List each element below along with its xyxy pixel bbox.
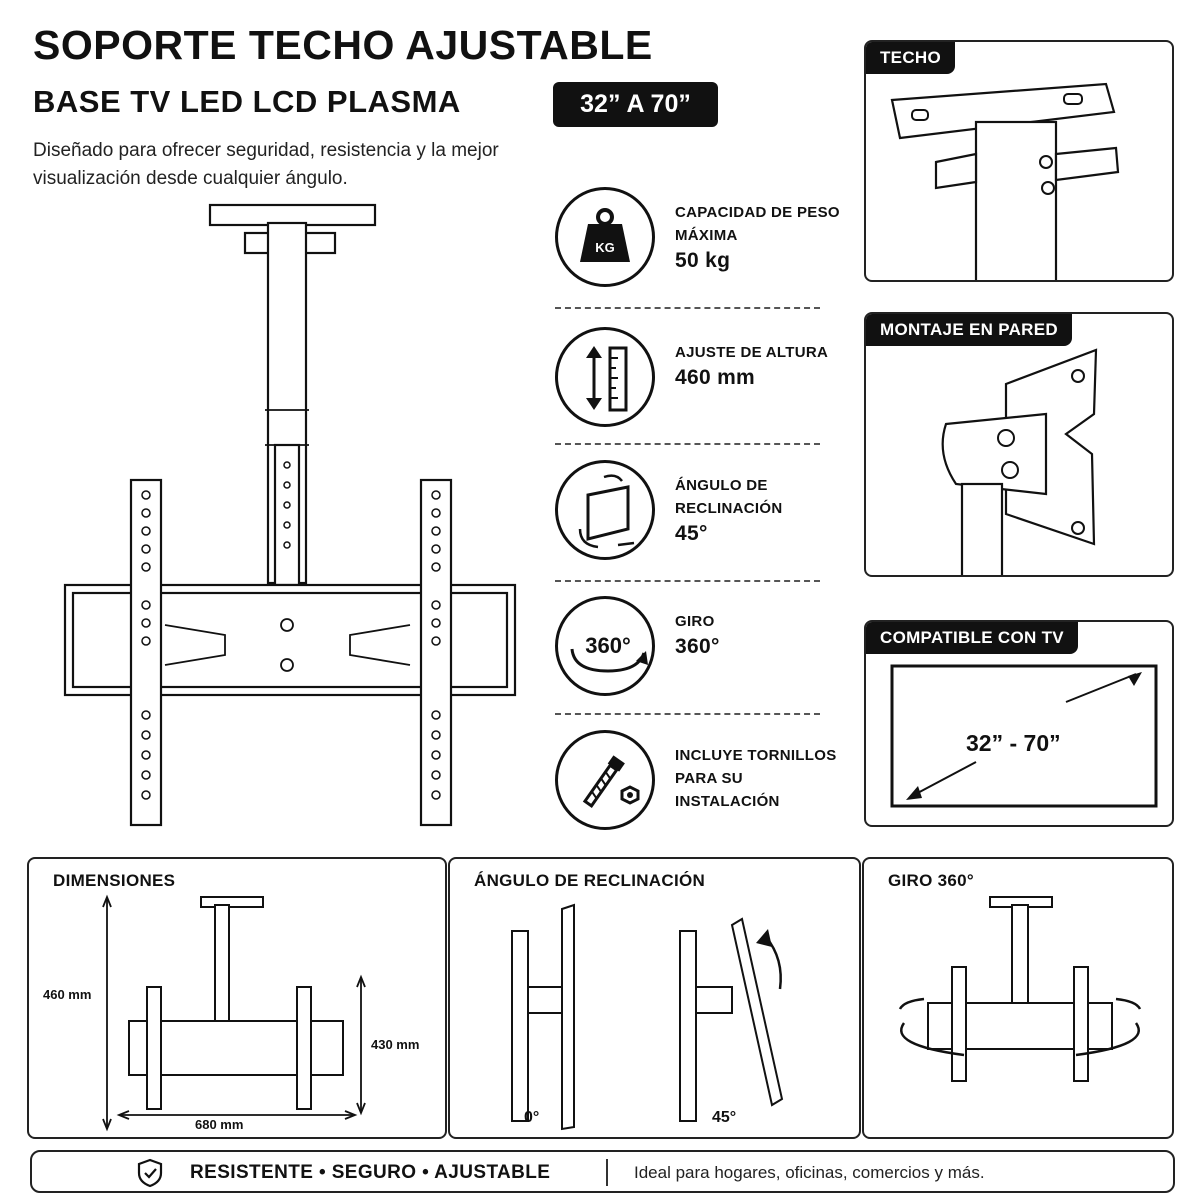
feature-value: 460 mm <box>675 366 756 389</box>
panel-tag: COMPATIBLE CON TV <box>866 622 1078 654</box>
description: Diseñado para ofrecer seguridad, resiste… <box>33 140 499 189</box>
weight-icon-text: KG <box>595 240 615 255</box>
footer-bar: RESISTENTE • SEGURO • AJUSTABLE Ideal pa… <box>30 1150 1175 1193</box>
dimension-height-label: 460 mm <box>43 987 92 1002</box>
divider <box>555 307 820 309</box>
footer-tagline: RESISTENTE • SEGURO • AJUSTABLE <box>190 1162 551 1183</box>
wall-mount-illustration <box>941 348 1098 575</box>
dimensions-illustration <box>102 894 366 1132</box>
feature-label: CAPACIDAD DE PESO MÁXIMA <box>675 204 840 244</box>
panel-tilt: ÁNGULO DE RECLINACIÓN 0° 45° <box>448 857 861 1139</box>
feature-label: ÁNGULO DE RECLINACIÓN <box>675 477 783 517</box>
panel-tag: MONTAJE EN PARED <box>866 314 1072 346</box>
footer-note: Ideal para hogares, oficinas, comercios … <box>634 1163 985 1182</box>
feature-value: 45° <box>675 522 708 545</box>
rotation-360-icon: 360° <box>555 596 655 696</box>
feature-height: AJUSTE DE ALTURA 460 mm <box>555 327 829 427</box>
feature-tilt: ÁNGULO DE RECLINACIÓN 45° <box>555 460 825 560</box>
ceiling-mount-illustration <box>63 203 517 827</box>
screw-nut-icon <box>555 730 655 830</box>
panel-ceiling: TECHO <box>864 40 1174 282</box>
tilt-angle-icon <box>555 460 655 560</box>
divider <box>555 713 820 715</box>
tilt-min-label: 0° <box>524 1109 540 1126</box>
tilt-max-label: 45° <box>712 1109 737 1126</box>
dimension-width-label: 680 mm <box>195 1117 244 1132</box>
feature-rotation: 360° GIRO 360° <box>555 596 825 696</box>
weight-kg-icon: KG <box>555 187 655 287</box>
page-subtitle: BASE TV LED LCD PLASMA <box>33 84 461 119</box>
size-badge: 32” A 70” <box>553 82 718 127</box>
panel-title: ÁNGULO DE RECLINACIÓN <box>474 871 706 890</box>
page-title: SOPORTE TECHO AJUSTABLE <box>33 22 653 68</box>
feature-label: INCLUYE TORNILLOS PARA SU INSTALACIÓN <box>675 747 837 810</box>
divider <box>555 443 820 445</box>
shield-check-icon <box>137 1158 163 1188</box>
feature-label: GIRO <box>675 613 715 630</box>
panel-title: DIMENSIONES <box>53 871 176 890</box>
panel-rotation: GIRO 360° <box>862 857 1174 1139</box>
ceiling-plate-illustration <box>890 82 1120 280</box>
panel-dimensions: DIMENSIONES 460 mm 430 mm 680 mm <box>27 857 447 1139</box>
feature-label: AJUSTE DE ALTURA <box>675 344 829 361</box>
height-ruler-icon <box>555 327 655 427</box>
tilt-illustration <box>511 903 784 1131</box>
panel-wall: MONTAJE EN PARED <box>864 312 1174 577</box>
rotation-illustration <box>898 896 1142 1082</box>
tv-screen-illustration <box>890 664 1158 808</box>
panel-tag: TECHO <box>866 42 955 74</box>
panel-title: GIRO 360° <box>888 871 975 890</box>
feature-screws: INCLUYE TORNILLOS PARA SU INSTALACIÓN <box>555 730 836 830</box>
panel-tv: COMPATIBLE CON TV 32” - 70” <box>864 620 1174 827</box>
tv-size-range: 32” - 70” <box>966 730 1061 756</box>
divider <box>555 580 820 582</box>
rotation-icon-text: 360° <box>585 633 631 658</box>
footer-separator <box>606 1159 608 1186</box>
feature-weight: KG CAPACIDAD DE PESO MÁXIMA 50 kg <box>555 187 840 287</box>
feature-value: 50 kg <box>675 249 731 272</box>
feature-value: 360° <box>675 635 720 658</box>
dimension-frame-height-label: 430 mm <box>371 1037 420 1052</box>
